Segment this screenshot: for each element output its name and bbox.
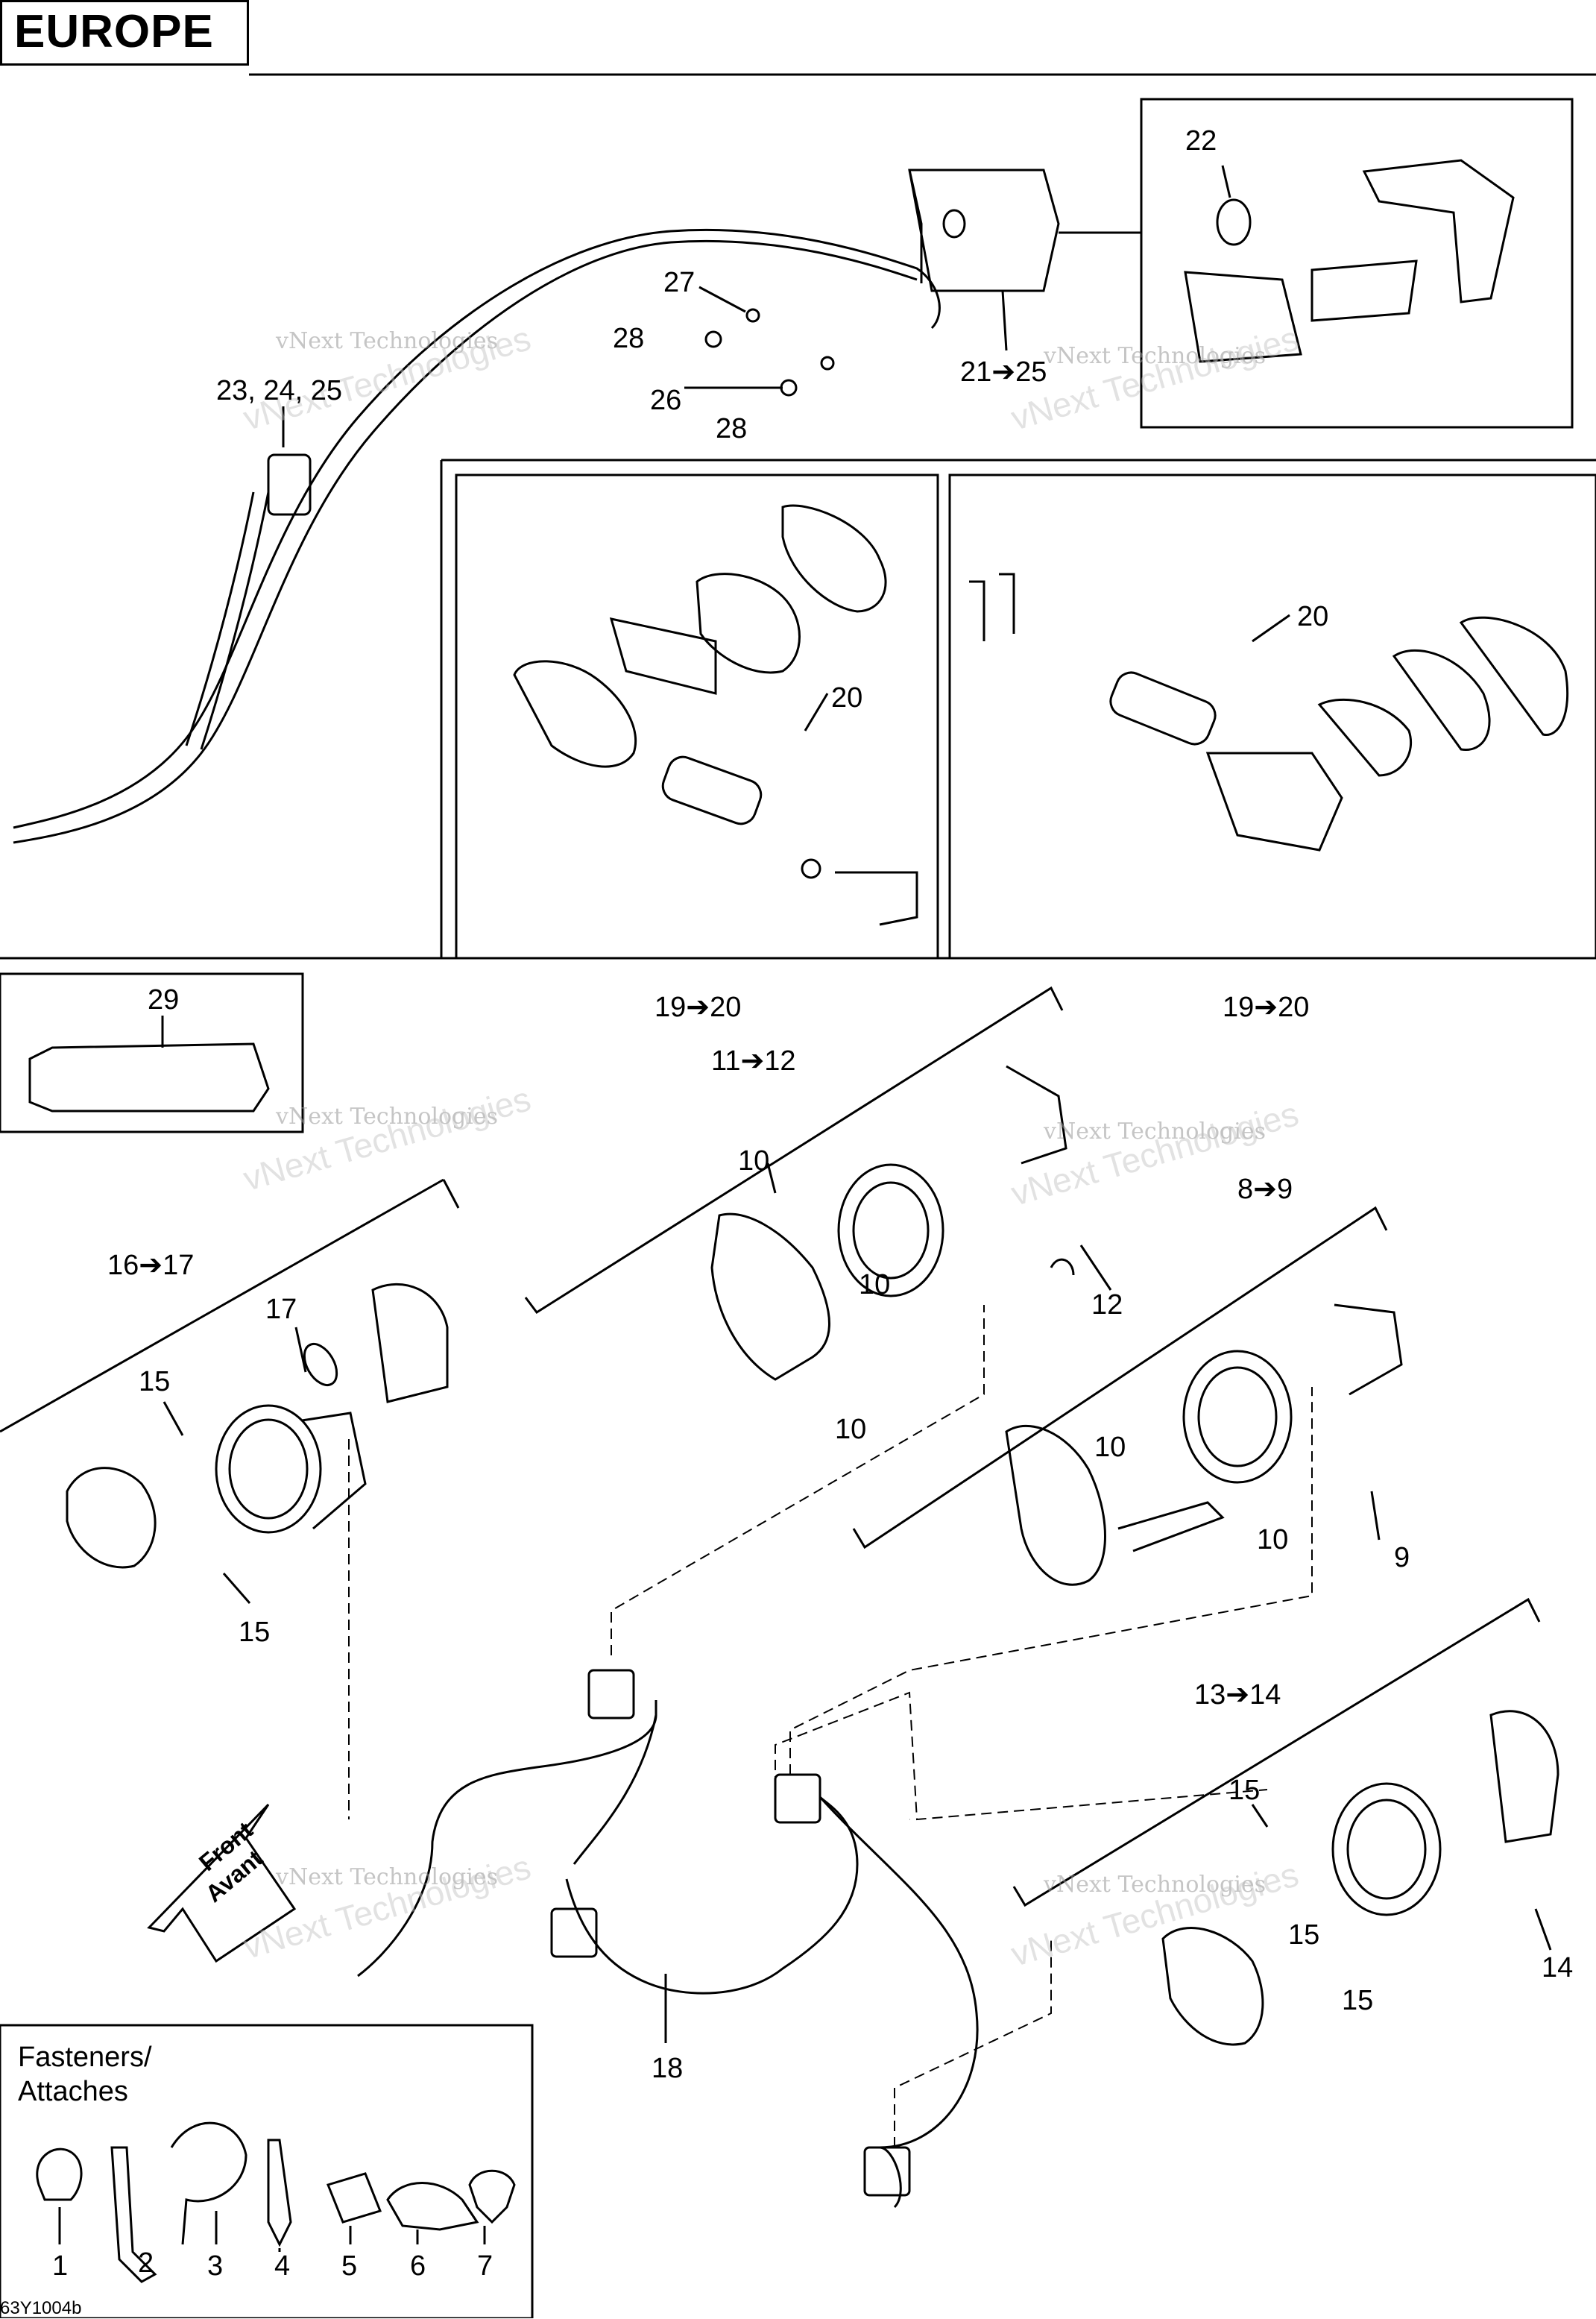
- callout-10: 10: [859, 1269, 891, 1300]
- grease-tube: [28, 1042, 270, 1113]
- diagram-code: 63Y1004b: [0, 2298, 82, 2318]
- left-signal-socket: [661, 755, 763, 825]
- right-signal-socket: [1109, 671, 1217, 746]
- fastener-2-label: 2: [138, 2247, 154, 2279]
- callout-26: 26: [650, 385, 682, 416]
- headlight-13-14: [1331, 1782, 1442, 1916]
- rear-harness: [13, 228, 941, 829]
- callout-10: 10: [1094, 1432, 1126, 1463]
- fastener-6-label: 6: [410, 2250, 426, 2282]
- taillight-housing: [908, 169, 1060, 292]
- grease-panel: [0, 972, 304, 1133]
- fastener-6-icon: [386, 2182, 479, 2231]
- callout-27: 27: [663, 267, 696, 298]
- callout-23-24-25: 23, 24, 25: [216, 375, 343, 406]
- callout-15: 15: [239, 1617, 271, 1648]
- group-16-17-bracket-line: [0, 1178, 444, 1433]
- taillight-detail-panel: [1140, 98, 1574, 429]
- callout-22: 22: [1185, 125, 1217, 157]
- fastener-3-icon: [170, 2121, 247, 2245]
- callout-10: 10: [835, 1414, 867, 1445]
- callout-10: 10: [1257, 1524, 1289, 1555]
- front-harness: [357, 1700, 657, 1977]
- fastener-1-icon: [36, 2147, 83, 2201]
- callout-14: 14: [1542, 1952, 1574, 1983]
- harness-connector-front-2: [774, 1773, 821, 1824]
- group-13-14-bracket-line: [1012, 1597, 1541, 1907]
- fastener-2-icon: [110, 2146, 157, 2283]
- callout-15: 15: [1288, 1919, 1320, 1951]
- callout-8-9: 8➔9: [1237, 1174, 1293, 1205]
- left-signal-lens: [513, 660, 637, 768]
- callout-15: 15: [139, 1366, 171, 1397]
- callout-19-20: 19➔20: [655, 992, 742, 1023]
- right-signal-box: [948, 473, 1596, 960]
- harness-connector-front-1: [587, 1669, 635, 1719]
- fastener-3-label: 3: [207, 2250, 224, 2282]
- callout-9: 9: [1394, 1542, 1410, 1573]
- fastener-5-label: 5: [341, 2250, 358, 2282]
- headlight-16-17: [215, 1404, 322, 1534]
- group-11-12-bracket-line: [524, 986, 1064, 1315]
- callout-18: 18: [652, 2053, 684, 2084]
- fasteners-title: Fasteners/ Attaches: [18, 2040, 152, 2109]
- callout-21-25: 21➔25: [960, 356, 1047, 388]
- fastener-7-label: 7: [477, 2250, 493, 2282]
- callout-19-20: 19➔20: [1223, 992, 1310, 1023]
- callout-16-17: 16➔17: [107, 1250, 195, 1281]
- left-signal-box: [455, 473, 939, 960]
- callout-28: 28: [613, 323, 645, 354]
- headlight-8-9: [1182, 1350, 1293, 1484]
- lens-cover: [1362, 159, 1515, 303]
- fastener-1-label: 1: [52, 2250, 69, 2282]
- callout-28: 28: [716, 413, 748, 444]
- callout-20: 20: [831, 682, 863, 714]
- callout-15: 15: [1342, 1985, 1374, 2016]
- fastener-5-icon: [326, 2172, 382, 2224]
- callout-20: 20: [1297, 601, 1329, 632]
- bulb-22: [1216, 198, 1252, 246]
- group-8-9-bracket-line: [852, 1206, 1388, 1549]
- callout-11-12: 11➔12: [711, 1045, 796, 1077]
- front-arrow: [147, 1803, 297, 1963]
- page-title: EUROPE: [14, 6, 214, 57]
- callout-10: 10: [738, 1145, 770, 1177]
- fastener-4-icon: [267, 2139, 292, 2247]
- reflector: [1184, 271, 1302, 363]
- headlight-11-12: [837, 1163, 944, 1297]
- harness-connector: [267, 453, 312, 516]
- fasteners-panel: [0, 2024, 534, 2318]
- harness-connector-front-3: [550, 1907, 598, 1958]
- right-signal-lens: [1205, 752, 1343, 852]
- callout-12: 12: [1091, 1289, 1123, 1321]
- fasteners-title-line2: Attaches: [18, 2076, 128, 2107]
- callout-29: 29: [148, 984, 180, 1016]
- fasteners-title-line1: Fasteners/: [18, 2042, 152, 2073]
- fastener-7-icon: [468, 2169, 516, 2224]
- fastener-4-label: 4: [274, 2250, 291, 2282]
- callout-15: 15: [1228, 1775, 1261, 1806]
- callout-17: 17: [265, 1294, 297, 1325]
- harness-connector-front-4: [863, 2146, 911, 2197]
- callout-13-14: 13➔14: [1194, 1679, 1281, 1711]
- page-title-box: EUROPE: [0, 0, 249, 66]
